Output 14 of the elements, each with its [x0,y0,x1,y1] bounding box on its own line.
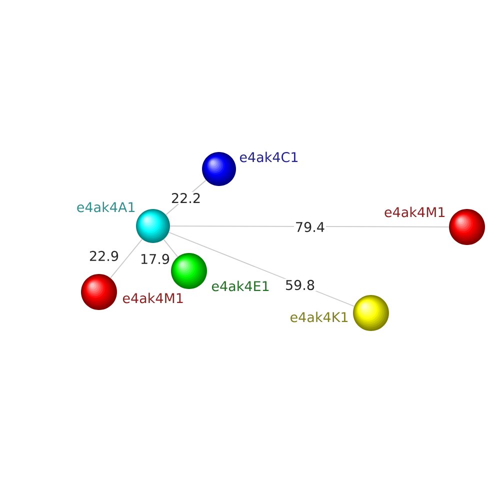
edge-label: 17.9 [138,252,172,266]
edge-label: 22.9 [88,250,120,262]
edge-label: 79.4 [294,220,326,234]
connector-line [163,238,178,258]
connector-line [110,238,143,278]
edge-label: 59.8 [284,278,316,292]
node-label: e4ak4E1 [212,280,269,292]
node-label: e4ak4A1 [77,202,135,212]
node-label: e4ak4M1 [384,206,445,218]
connector-line [170,226,450,228]
node-label: e4ak4K1 [290,312,348,322]
node-label: e4ak4C1 [240,152,298,162]
edge-label: 22.2 [170,192,202,204]
node-label: e4ak4M1 [122,292,183,304]
